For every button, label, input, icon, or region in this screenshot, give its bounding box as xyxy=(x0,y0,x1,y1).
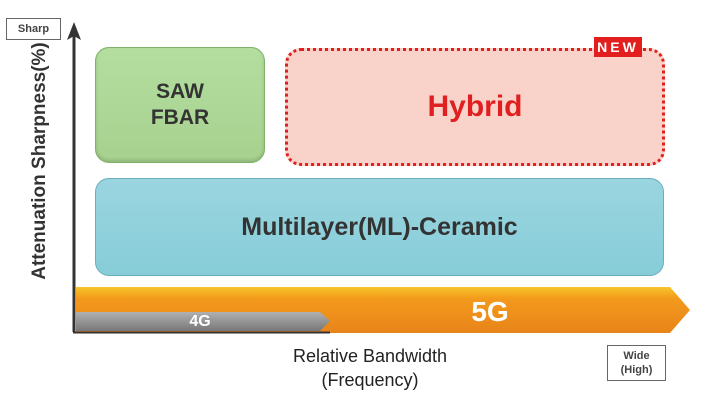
band-4g-arrow xyxy=(76,312,330,331)
hybrid-block: Hybrid xyxy=(285,48,665,166)
wide-tag: Wide (High) xyxy=(607,345,666,381)
saw-label: SAW xyxy=(156,80,204,103)
fbar-label: FBAR xyxy=(150,106,210,129)
y-axis-arrowhead xyxy=(67,22,81,40)
y-axis-label: Attenuation Sharpness(%) xyxy=(29,42,50,280)
x-axis-label-line1: Relative Bandwidth xyxy=(292,346,448,366)
ml-ceramic-label: Multilayer(ML)-Ceramic xyxy=(241,212,518,241)
x-axis-label: Relative Bandwidth (Frequency) xyxy=(250,344,490,392)
wide-tag-line1: Wide xyxy=(623,350,650,362)
sharp-tag: Sharp xyxy=(6,18,61,40)
x-axis-label-line2: (Frequency) xyxy=(321,370,419,390)
band-5g-label: 5G xyxy=(471,296,509,327)
new-badge: NEW xyxy=(594,37,642,57)
band-4g-label: 4G xyxy=(189,313,211,330)
hybrid-label: Hybrid xyxy=(427,90,523,123)
saw-fbar-block: SAW FBAR xyxy=(95,47,265,163)
sharp-tag-text: Sharp xyxy=(17,23,50,35)
wide-tag-line2: (High) xyxy=(620,364,653,376)
ml-ceramic-block: Multilayer(ML)-Ceramic xyxy=(95,178,664,276)
